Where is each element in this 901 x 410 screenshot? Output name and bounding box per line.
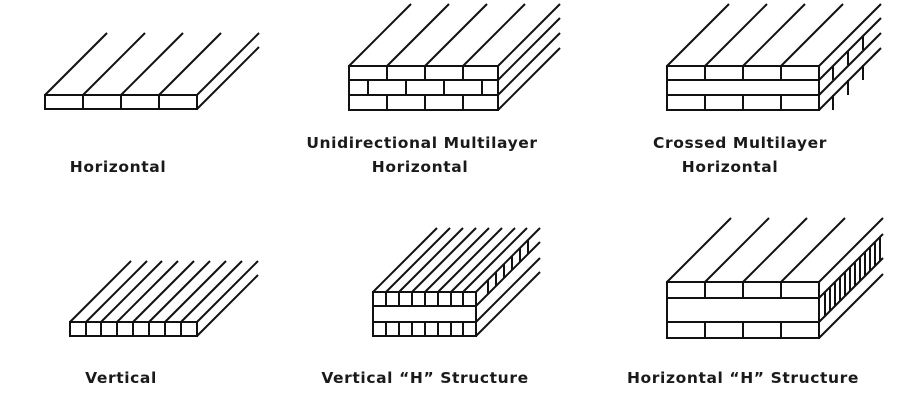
vertical-caption: Vertical xyxy=(85,369,157,387)
unidirectional-multilayer-diagram xyxy=(348,3,561,111)
horizontal-h-caption: Horizontal “H” Structure xyxy=(626,369,860,387)
crossed-caption-line2: Horizontal xyxy=(681,158,779,176)
vertical-h-structure-diagram xyxy=(372,227,541,337)
horizontal-board-diagram xyxy=(44,32,260,110)
crossed-multilayer-diagram xyxy=(666,3,882,111)
unidirectional-caption-line2: Horizontal xyxy=(371,158,469,176)
vertical-h-caption: Vertical “H” Structure xyxy=(321,369,529,387)
vertical-board-diagram xyxy=(69,260,259,337)
unidirectional-caption-line1: Unidirectional Multilayer xyxy=(306,134,538,152)
horizontal-h-structure-diagram xyxy=(666,217,884,339)
horizontal-caption: Horizontal xyxy=(69,158,167,176)
crossed-caption-line1: Crossed Multilayer xyxy=(653,134,827,152)
board-front-face xyxy=(348,65,499,111)
